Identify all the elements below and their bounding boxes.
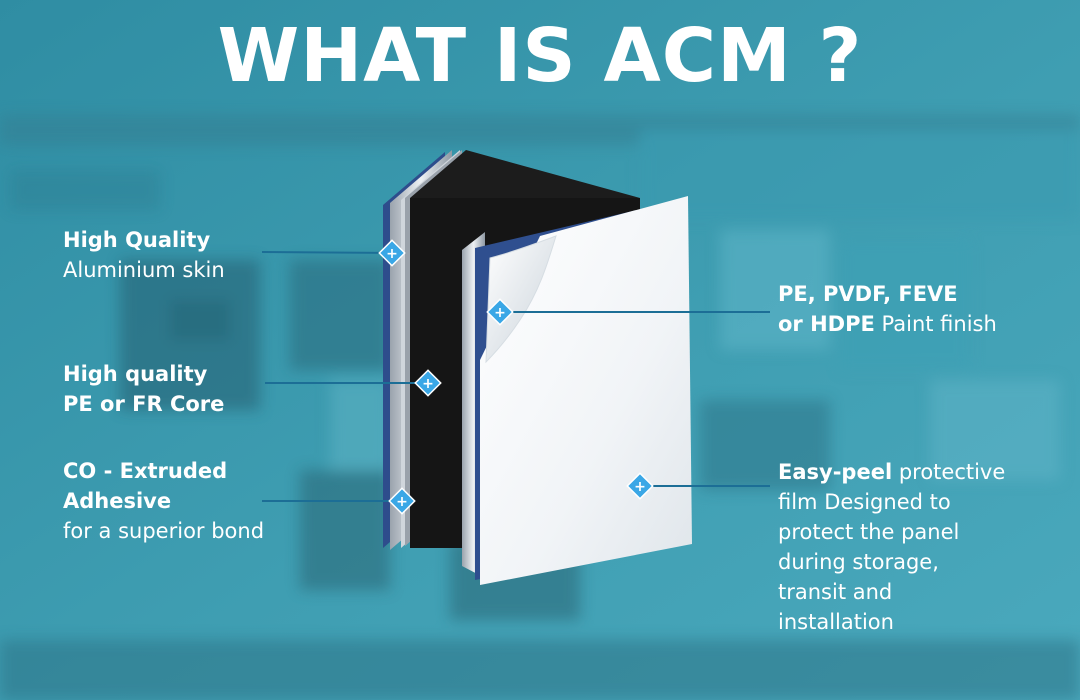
annotation-paint-finish: PE, PVDF, FEVE or HDPE Paint finish	[778, 279, 997, 339]
annotation-adhesive-line1: CO - Extruded	[63, 459, 228, 483]
page-title: WHAT IS ACM ?	[217, 13, 863, 99]
annotation-paint-finish-line2: or HDPE	[778, 312, 875, 336]
annotation-core-line1: High quality	[63, 362, 208, 386]
marker-paint: +	[486, 298, 514, 326]
leader-line-aluminium	[261, 251, 393, 254]
protective-film-curl	[485, 235, 557, 364]
marker-film: +	[626, 472, 654, 500]
annotation-protective-film-line1: protective	[892, 460, 1006, 484]
annotation-protective-film-line5: transit and	[778, 580, 893, 604]
annotation-protective-film-title: Easy-peel	[778, 460, 893, 484]
annotation-adhesive-line2: Adhesive	[63, 489, 172, 513]
blurred-office-scene	[0, 115, 1080, 700]
annotation-adhesive: CO - Extruded Adhesive for a superior bo…	[63, 456, 264, 546]
svg-text:+: +	[386, 246, 398, 262]
annotation-core: High quality PE or FR Core	[63, 359, 224, 419]
annotation-protective-film-line6: installation	[778, 610, 894, 634]
annotation-aluminium-skin-text: Aluminium skin	[63, 258, 225, 282]
core-layer-top	[410, 150, 640, 198]
svg-text:+: +	[396, 494, 408, 510]
svg-text:+: +	[494, 305, 506, 321]
annotation-protective-film: Easy-peel protective film Designed to pr…	[778, 457, 1005, 637]
annotation-aluminium-skin: High Quality Aluminium skin	[63, 225, 225, 285]
svg-text:+: +	[422, 376, 434, 392]
annotation-protective-film-line4: during storage,	[778, 550, 939, 574]
marker-adhesive: +	[388, 487, 416, 515]
annotation-protective-film-line3: protect the panel	[778, 520, 960, 544]
annotation-paint-finish-line1: PE, PVDF, FEVE	[778, 282, 958, 306]
annotation-paint-finish-text: Paint finish	[874, 312, 997, 336]
annotation-core-line2: PE or FR Core	[63, 392, 225, 416]
svg-text:+: +	[634, 479, 646, 495]
marker-core: +	[414, 369, 442, 397]
annotation-protective-film-line2: film Designed to	[778, 490, 951, 514]
annotation-adhesive-text: for a superior bond	[63, 519, 265, 543]
annotation-aluminium-skin-title: High Quality	[63, 228, 211, 252]
marker-aluminium: +	[378, 239, 406, 267]
